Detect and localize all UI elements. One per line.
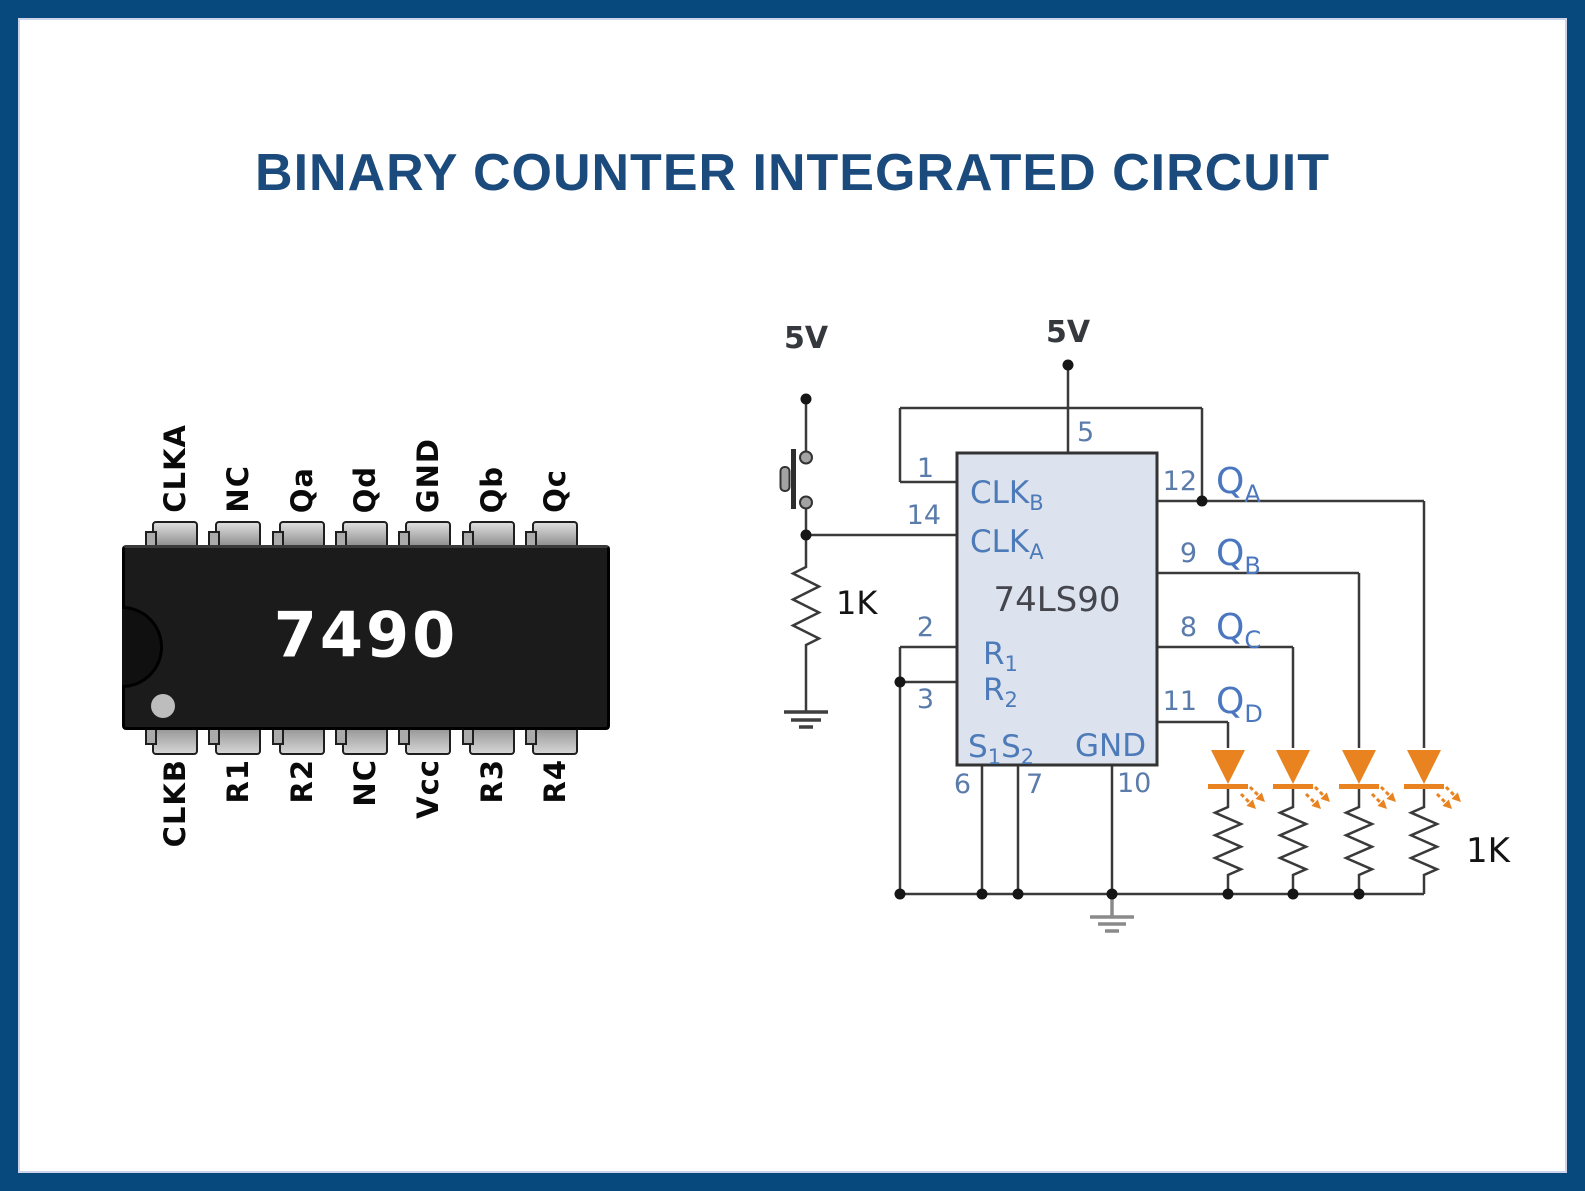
resistor-1k-left: [790, 562, 822, 650]
output-label-qd: QD: [1216, 681, 1263, 728]
output-label-qc: QC: [1216, 607, 1261, 654]
ic-gnd-label: GND: [1075, 728, 1146, 764]
chip-pin-label-top: Qb: [475, 465, 509, 513]
chip-pin-label-bottom: R1: [221, 759, 255, 804]
pin-number-2: 2: [917, 612, 934, 643]
pin-number-6: 6: [954, 769, 971, 800]
pin-number-7: 7: [1026, 769, 1043, 800]
chip-pin-label-top: Qc: [538, 469, 572, 513]
chip-pin-label-top: CLKA: [158, 424, 192, 513]
chip-pin-label-bottom: R2: [285, 759, 319, 804]
pin-number-3: 3: [917, 684, 934, 715]
resistor-1k-led-1: [1211, 802, 1245, 880]
resistor-1k-led-2: [1276, 802, 1310, 880]
chip-pin-label-bottom: Vcc: [411, 759, 445, 819]
resistor-label-right: 1K: [1466, 831, 1512, 871]
chip-part-number: 7490: [273, 598, 459, 672]
chip-pin-top-4: [335, 521, 388, 548]
ic-label-s1s2: S1S2: [968, 729, 1034, 769]
ic-label-r1: R1: [983, 636, 1018, 676]
chip-pin-top-2: [208, 521, 261, 548]
chip-pin-label-bottom: R4: [538, 759, 572, 804]
pin-number-8: 8: [1180, 612, 1197, 643]
output-label-qb: QB: [1216, 533, 1261, 580]
output-labels: 12 QA 9 QB 8 QC 11 QD: [1163, 461, 1263, 728]
chip-pin-label-bottom: NC: [348, 759, 382, 807]
ic-74ls90-box: [955, 451, 1159, 767]
chip-pin1-dot: [151, 694, 175, 718]
pin-number-11: 11: [1163, 686, 1197, 717]
chip-pin-top-7: [525, 521, 578, 548]
resistor-1k-led-3: [1342, 802, 1376, 880]
chip-pin-bottom-5: [398, 728, 451, 755]
junction-dots: [800, 359, 1365, 900]
supply-label-left: 5V: [784, 321, 829, 356]
resistor-1k-led-4: [1407, 802, 1441, 880]
pin-number-12: 12: [1163, 466, 1197, 497]
pin-number-10: 10: [1117, 768, 1151, 799]
ic-label-r2: R2: [983, 672, 1018, 712]
resistor-label-left: 1K: [836, 584, 878, 622]
pin-number-5: 5: [1077, 417, 1094, 448]
led-4: [1404, 750, 1461, 894]
pin-number-9: 9: [1180, 538, 1197, 569]
ic-label-clkb: CLKB: [970, 475, 1044, 515]
chip-pin-label-top: GND: [411, 437, 445, 513]
led-3: [1339, 750, 1396, 894]
chip-pin-label-top: Qd: [348, 465, 382, 513]
ground-symbol-right: [1090, 894, 1134, 933]
chip-pin-label-top: NC: [221, 465, 255, 513]
chip-pin-label-top: Qa: [285, 466, 319, 513]
chip-pin-top-3: [272, 521, 325, 548]
page-title: BINARY COUNTER INTEGRATED CIRCUIT: [255, 143, 1330, 202]
ground-symbol-left: [784, 710, 828, 729]
chip-pin-bottom-6: [462, 728, 515, 755]
push-button-switch: [779, 449, 813, 510]
pin-number-1: 1: [917, 453, 934, 484]
chip-pin-label-bottom: CLKB: [158, 759, 192, 848]
chip-body: 7490: [122, 545, 610, 730]
supply-label-top: 5V: [1046, 315, 1091, 350]
output-label-qa: QA: [1216, 461, 1261, 508]
chip-pin-bottom-7: [525, 728, 578, 755]
chip-pin-top-5: [398, 521, 451, 548]
chip-pin-top-1: [145, 521, 198, 548]
chip-pin-bottom-1: [145, 728, 198, 755]
pin-number-14: 14: [907, 500, 941, 531]
chip-pin-bottom-3: [272, 728, 325, 755]
ic-part-label: 74LS90: [993, 580, 1120, 620]
chip-pin-label-bottom: R3: [475, 759, 509, 804]
led-1: [1208, 750, 1265, 894]
chip-pin-bottom-4: [335, 728, 388, 755]
resistors: [790, 562, 1441, 880]
ic-label-clka: CLKA: [970, 524, 1044, 564]
chip-pin-bottom-2: [208, 728, 261, 755]
wires: [804, 365, 1426, 896]
leds: [1208, 750, 1461, 894]
chip-pin-top-6: [462, 521, 515, 548]
